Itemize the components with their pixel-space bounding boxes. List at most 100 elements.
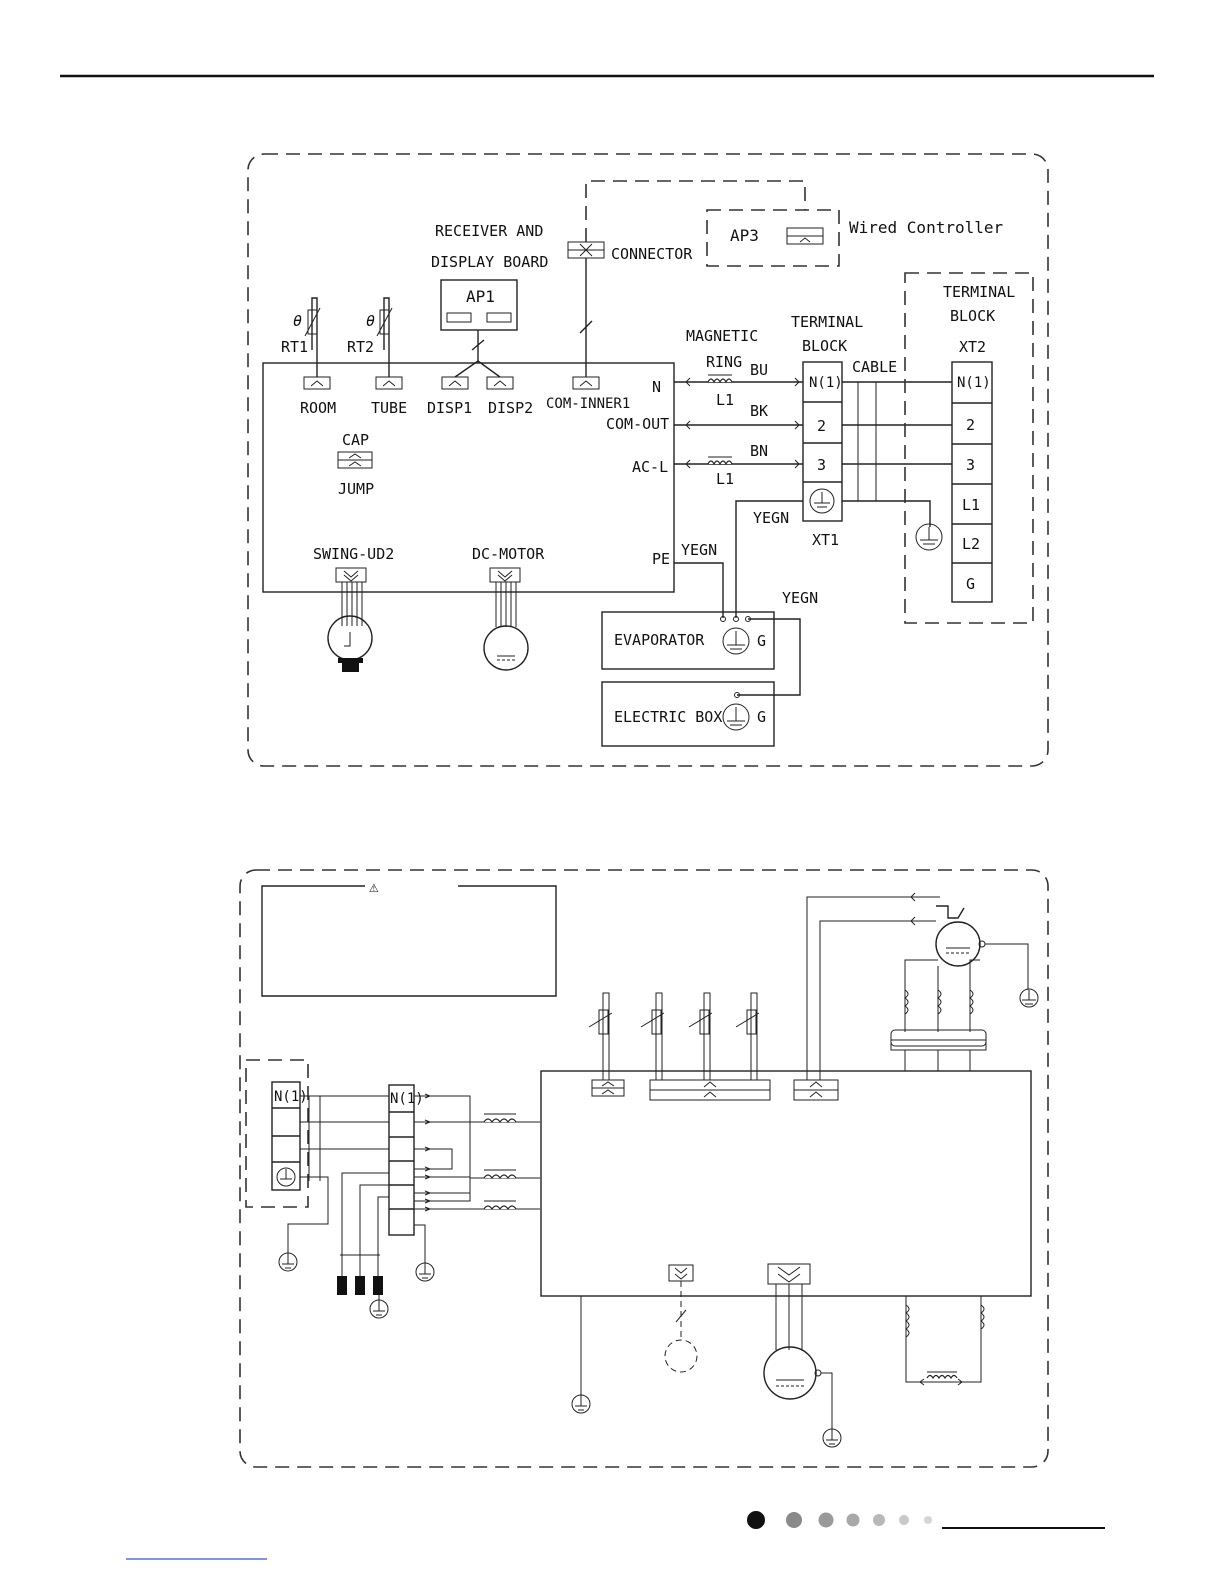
pagination-dots [747, 1511, 932, 1529]
com-inner1-label: COM-INNER1 [546, 396, 630, 412]
terminal-label-line2: BLOCK [802, 337, 847, 355]
xt1-terminal-1: N(1) [809, 375, 843, 391]
pe-label: PE [652, 550, 670, 568]
ground-icon-middle [415, 1262, 435, 1282]
evaporator-box [601, 611, 775, 670]
disp2-label: DISP2 [488, 399, 533, 417]
l1-top-label: L1 [716, 391, 734, 409]
cap-label: CAP [342, 431, 369, 449]
dc-motor-icon [483, 625, 529, 671]
cable-ground-icon [915, 523, 943, 551]
disp1-connector-icon [441, 376, 469, 390]
evaporator-ground-icon [722, 627, 750, 655]
compressor-icon [935, 921, 981, 967]
warning-box [261, 885, 557, 997]
magnetic-label: MAGNETIC [686, 327, 758, 345]
reactor-wiring [905, 1296, 985, 1386]
xt2-terminal-label-line2: BLOCK [950, 307, 995, 325]
electric-box-ground-icon [722, 703, 750, 731]
dc-motor-wires [495, 582, 517, 627]
ap3-label: AP3 [730, 226, 759, 245]
middle-terminal-block: N(1) [388, 1084, 424, 1236]
warning-icon: ⚠ [369, 877, 379, 896]
evaporator-label: EVAPORATOR [614, 631, 705, 649]
com-inner1-connector-icon [572, 376, 600, 390]
interconnect-cable [842, 381, 952, 527]
tube-connector-icon [375, 376, 403, 390]
xt1-ground-icon [809, 488, 835, 514]
wired-controller-box [706, 209, 840, 267]
xt1-terminal-2: 2 [817, 417, 826, 435]
jump-label: JUMP [338, 480, 374, 498]
xt2-terminal-l1: L1 [962, 496, 980, 514]
bn-label: BN [750, 442, 768, 460]
ground-icon-board [571, 1394, 591, 1414]
xt2-terminal-g: G [966, 575, 975, 593]
xt2-terminal-block: N(1) 2 3 L1 L2 G [951, 361, 993, 603]
swing-motor-wires [341, 582, 363, 626]
evaporator-g-label: G [757, 632, 766, 650]
room-connector-icon [303, 376, 331, 390]
tube-label: TUBE [371, 399, 407, 417]
indoor-unit-diagram: AP3 Wired Controller CONNECTOR RECEIVER … [247, 153, 1049, 767]
receiver-label-line2: DISPLAY BOARD [431, 253, 548, 271]
yegn-label-2: YEGN [681, 541, 717, 559]
room-label: ROOM [300, 399, 336, 417]
electric-box [601, 681, 775, 747]
diagram2-frame [239, 869, 1049, 1468]
outdoor-unit-diagram: ⚠ [239, 869, 1049, 1468]
valve-connector-icon [664, 1264, 698, 1373]
xt2-terminal-2: 2 [966, 416, 975, 434]
receiver-label-line1: RECEIVER AND [435, 222, 543, 240]
xt2-terminal-l2: L2 [962, 535, 980, 553]
ac-l-label: AC-L [632, 458, 668, 476]
rt2-thermistor [376, 297, 393, 377]
middle-terminal-1: N(1) [390, 1091, 424, 1107]
xt2-outline [904, 272, 1034, 624]
xt2-label: XT2 [959, 338, 986, 356]
wired-controller-label: Wired Controller [849, 218, 1003, 237]
yegn-label-1: YEGN [753, 509, 789, 527]
outdoor-power-wires [287, 1093, 540, 1276]
cap-jumper-icon [337, 451, 373, 469]
terminal-cap-2 [355, 1276, 365, 1295]
ap1-label: AP1 [466, 287, 495, 306]
l1-bottom-label: L1 [716, 470, 734, 488]
xt2-terminal-1: N(1) [957, 375, 991, 391]
theta1: θ [293, 312, 302, 330]
compressor-ground-icon [1019, 988, 1039, 1008]
yegn-label-3: YEGN [782, 589, 818, 607]
ap3-connector-icon [786, 227, 824, 245]
outdoor-main-board [540, 1070, 1032, 1297]
xt2-terminal-3: 3 [966, 456, 975, 474]
electric-box-label: ELECTRIC BOX [614, 708, 722, 726]
disp1-label: DISP1 [427, 399, 472, 417]
left-terminal-1: N(1) [274, 1089, 308, 1105]
rt1-thermistor [304, 297, 321, 377]
compressor-wiring [806, 892, 1029, 1080]
connector-label: CONNECTOR [611, 245, 693, 263]
left-terminal-block: N(1) [271, 1081, 308, 1191]
connector-icon [567, 241, 605, 259]
xt2-terminal-label-line1: TERMINAL [943, 283, 1015, 301]
bu-label: BU [750, 361, 768, 379]
rt2-label: RT2 [347, 338, 374, 356]
terminal-cap-1 [337, 1276, 347, 1295]
outdoor-top-connectors [591, 1079, 839, 1101]
ground-icon-terminal [369, 1295, 389, 1319]
fan-motor-connector-icon [767, 1263, 811, 1350]
electric-box-g-label: G [757, 708, 766, 726]
bk-label: BK [750, 402, 768, 420]
valve-icon [664, 1339, 698, 1373]
theta2: θ [366, 312, 375, 330]
board-connectors [303, 376, 600, 390]
disp2-connector-icon [486, 376, 514, 390]
swing-ud2-connector-icon [335, 567, 367, 583]
com-out-label: COM-OUT [606, 415, 669, 433]
terminal-cap-3 [373, 1276, 383, 1295]
xt1-label: XT1 [812, 531, 839, 549]
main-board [262, 362, 675, 593]
fan-motor-icon [763, 1346, 817, 1400]
